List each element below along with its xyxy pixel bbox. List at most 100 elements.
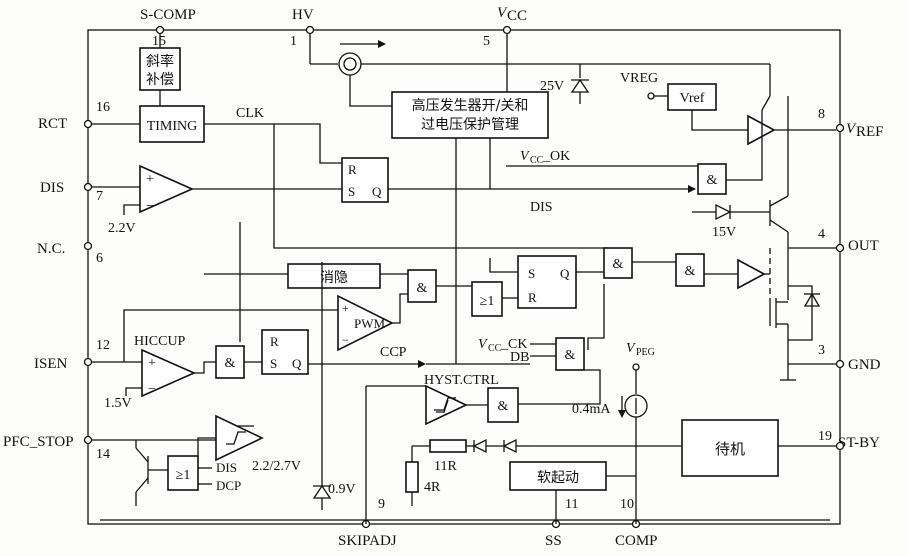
dis-comp-plus: +	[146, 172, 154, 187]
vpeg-sub: PEG	[636, 347, 655, 358]
vpeg-v: V	[626, 341, 636, 356]
dis-latch-r: R	[348, 162, 357, 177]
zener-25v-icon	[570, 78, 590, 93]
and-vccck-symbol: &	[565, 348, 576, 363]
hiccup-comparator	[141, 348, 196, 398]
pin-number-19: 19	[818, 429, 832, 444]
pin-label-s-comp: S-COMP	[140, 7, 196, 23]
pin-number-6: 6	[96, 251, 103, 266]
hiccup-plus: +	[148, 356, 156, 371]
pin-number-7: 7	[96, 189, 103, 204]
resistor-4r	[405, 461, 419, 493]
vref-label: Vref	[680, 91, 705, 106]
vref-buffer-icon	[747, 114, 776, 146]
pin-number-14: 14	[96, 447, 110, 462]
timing-block	[139, 105, 205, 143]
label-2-2v: 2.2V	[108, 221, 136, 236]
and-gate-out	[675, 253, 705, 287]
label-2-2-2-7v: 2.2/2.7V	[252, 459, 301, 474]
diode-1-icon	[472, 438, 487, 454]
label-dcp: DCP	[216, 478, 241, 493]
label-15v: 15V	[712, 225, 736, 240]
and-gate-vccck	[555, 337, 585, 371]
vccck-sub: CC	[488, 343, 502, 354]
or-gate-pfc	[167, 455, 199, 491]
and-clk-symbol: &	[613, 257, 624, 272]
pfc-hyst-comparator	[215, 414, 264, 462]
softstart-block	[509, 461, 607, 491]
pin-number-8: 8	[818, 107, 825, 122]
or-reset-symbol: ≥1	[480, 294, 495, 309]
pin-label-gnd: GND	[848, 357, 881, 373]
pin-label-vref-sub: REF	[856, 124, 884, 140]
pin-label-isen: ISEN	[34, 356, 68, 372]
pwm-latch-r: R	[528, 290, 537, 305]
and-blank-symbol: &	[417, 281, 428, 296]
pwm-comparator	[337, 294, 394, 352]
hiccup-minus: −	[148, 382, 156, 397]
pwm-latch	[517, 255, 577, 309]
hiccup-latch-s: S	[270, 356, 277, 371]
label-1-5v: 1.5V	[104, 396, 132, 411]
hiccup-latch-q: Q	[292, 356, 302, 371]
dis-latch-q: Q	[372, 184, 382, 199]
timing-label: TIMING	[147, 119, 198, 134]
and-gate-drv-enable	[697, 163, 727, 195]
pin-label-skipadj: SKIPADJ	[338, 533, 397, 549]
vccck-suffix: _CK	[500, 337, 527, 352]
zener-15v-icon	[715, 203, 732, 221]
pin-number-4: 4	[818, 227, 825, 242]
pin-number-15: 15	[152, 34, 166, 49]
blanking-block	[287, 263, 381, 289]
label-db: DB	[510, 350, 529, 365]
hv-startup-ovp-block	[391, 91, 549, 139]
dis-latch-s: S	[348, 184, 355, 199]
diode-2-icon	[502, 438, 517, 454]
vccok-sub: CC	[530, 155, 544, 166]
pin-terminals	[83, 25, 845, 529]
and-gate-hiccup	[215, 345, 245, 379]
pin-label-vcc-sub: CC	[507, 8, 527, 24]
label-ccp: CCP	[380, 345, 407, 360]
hiccup-latch	[261, 329, 309, 375]
vccok-v: V	[520, 149, 530, 164]
dis-comparator	[139, 164, 194, 214]
hv-current-source-icon	[338, 52, 362, 76]
pin-label-vref: V	[846, 121, 857, 137]
pin-number-1: 1	[290, 34, 297, 49]
label-0-9v: 0.9V	[328, 482, 356, 497]
pin-label-hv: HV	[292, 7, 314, 23]
pin-number-12: 12	[96, 338, 110, 353]
hiccup-latch-r: R	[270, 334, 279, 349]
hv-mgmt-label-2: 过电压保护管理	[421, 117, 519, 133]
body-diode-icon	[803, 292, 821, 307]
and-gate-clk	[603, 247, 633, 279]
label-hiccup: HICCUP	[134, 334, 186, 349]
resistor-11r	[429, 439, 467, 453]
and-hiccup-symbol: &	[225, 356, 236, 371]
pin-number-9: 9	[378, 497, 385, 512]
pin-label-nc: N.C.	[37, 241, 65, 257]
and-gate-hyst	[487, 387, 519, 423]
dis-latch	[341, 157, 389, 203]
ic-outline	[87, 29, 841, 525]
pin-label-comp: COMP	[615, 533, 658, 549]
label-dis-net: DIS	[530, 200, 553, 215]
pin-label-ss: SS	[545, 533, 562, 549]
pin-number-11: 11	[565, 497, 578, 512]
label-4r: 4R	[424, 480, 441, 495]
pwm-plus: +	[342, 301, 349, 315]
and-gate-blank	[407, 269, 437, 303]
pin-number-10: 10	[620, 497, 634, 512]
clk-label: CLK	[236, 106, 264, 121]
vccck-v: V	[478, 337, 488, 352]
label-hyst-ctrl: HYST.CTRL	[424, 373, 499, 388]
pin-number-16: 16	[96, 100, 110, 115]
softstart-label: 软起动	[537, 470, 579, 486]
pin-label-dis: DIS	[40, 180, 64, 196]
slope-comp-label-2: 补偿	[146, 72, 174, 88]
pin-label-vcc: V	[497, 5, 508, 21]
standby-label: 待机	[715, 440, 745, 458]
